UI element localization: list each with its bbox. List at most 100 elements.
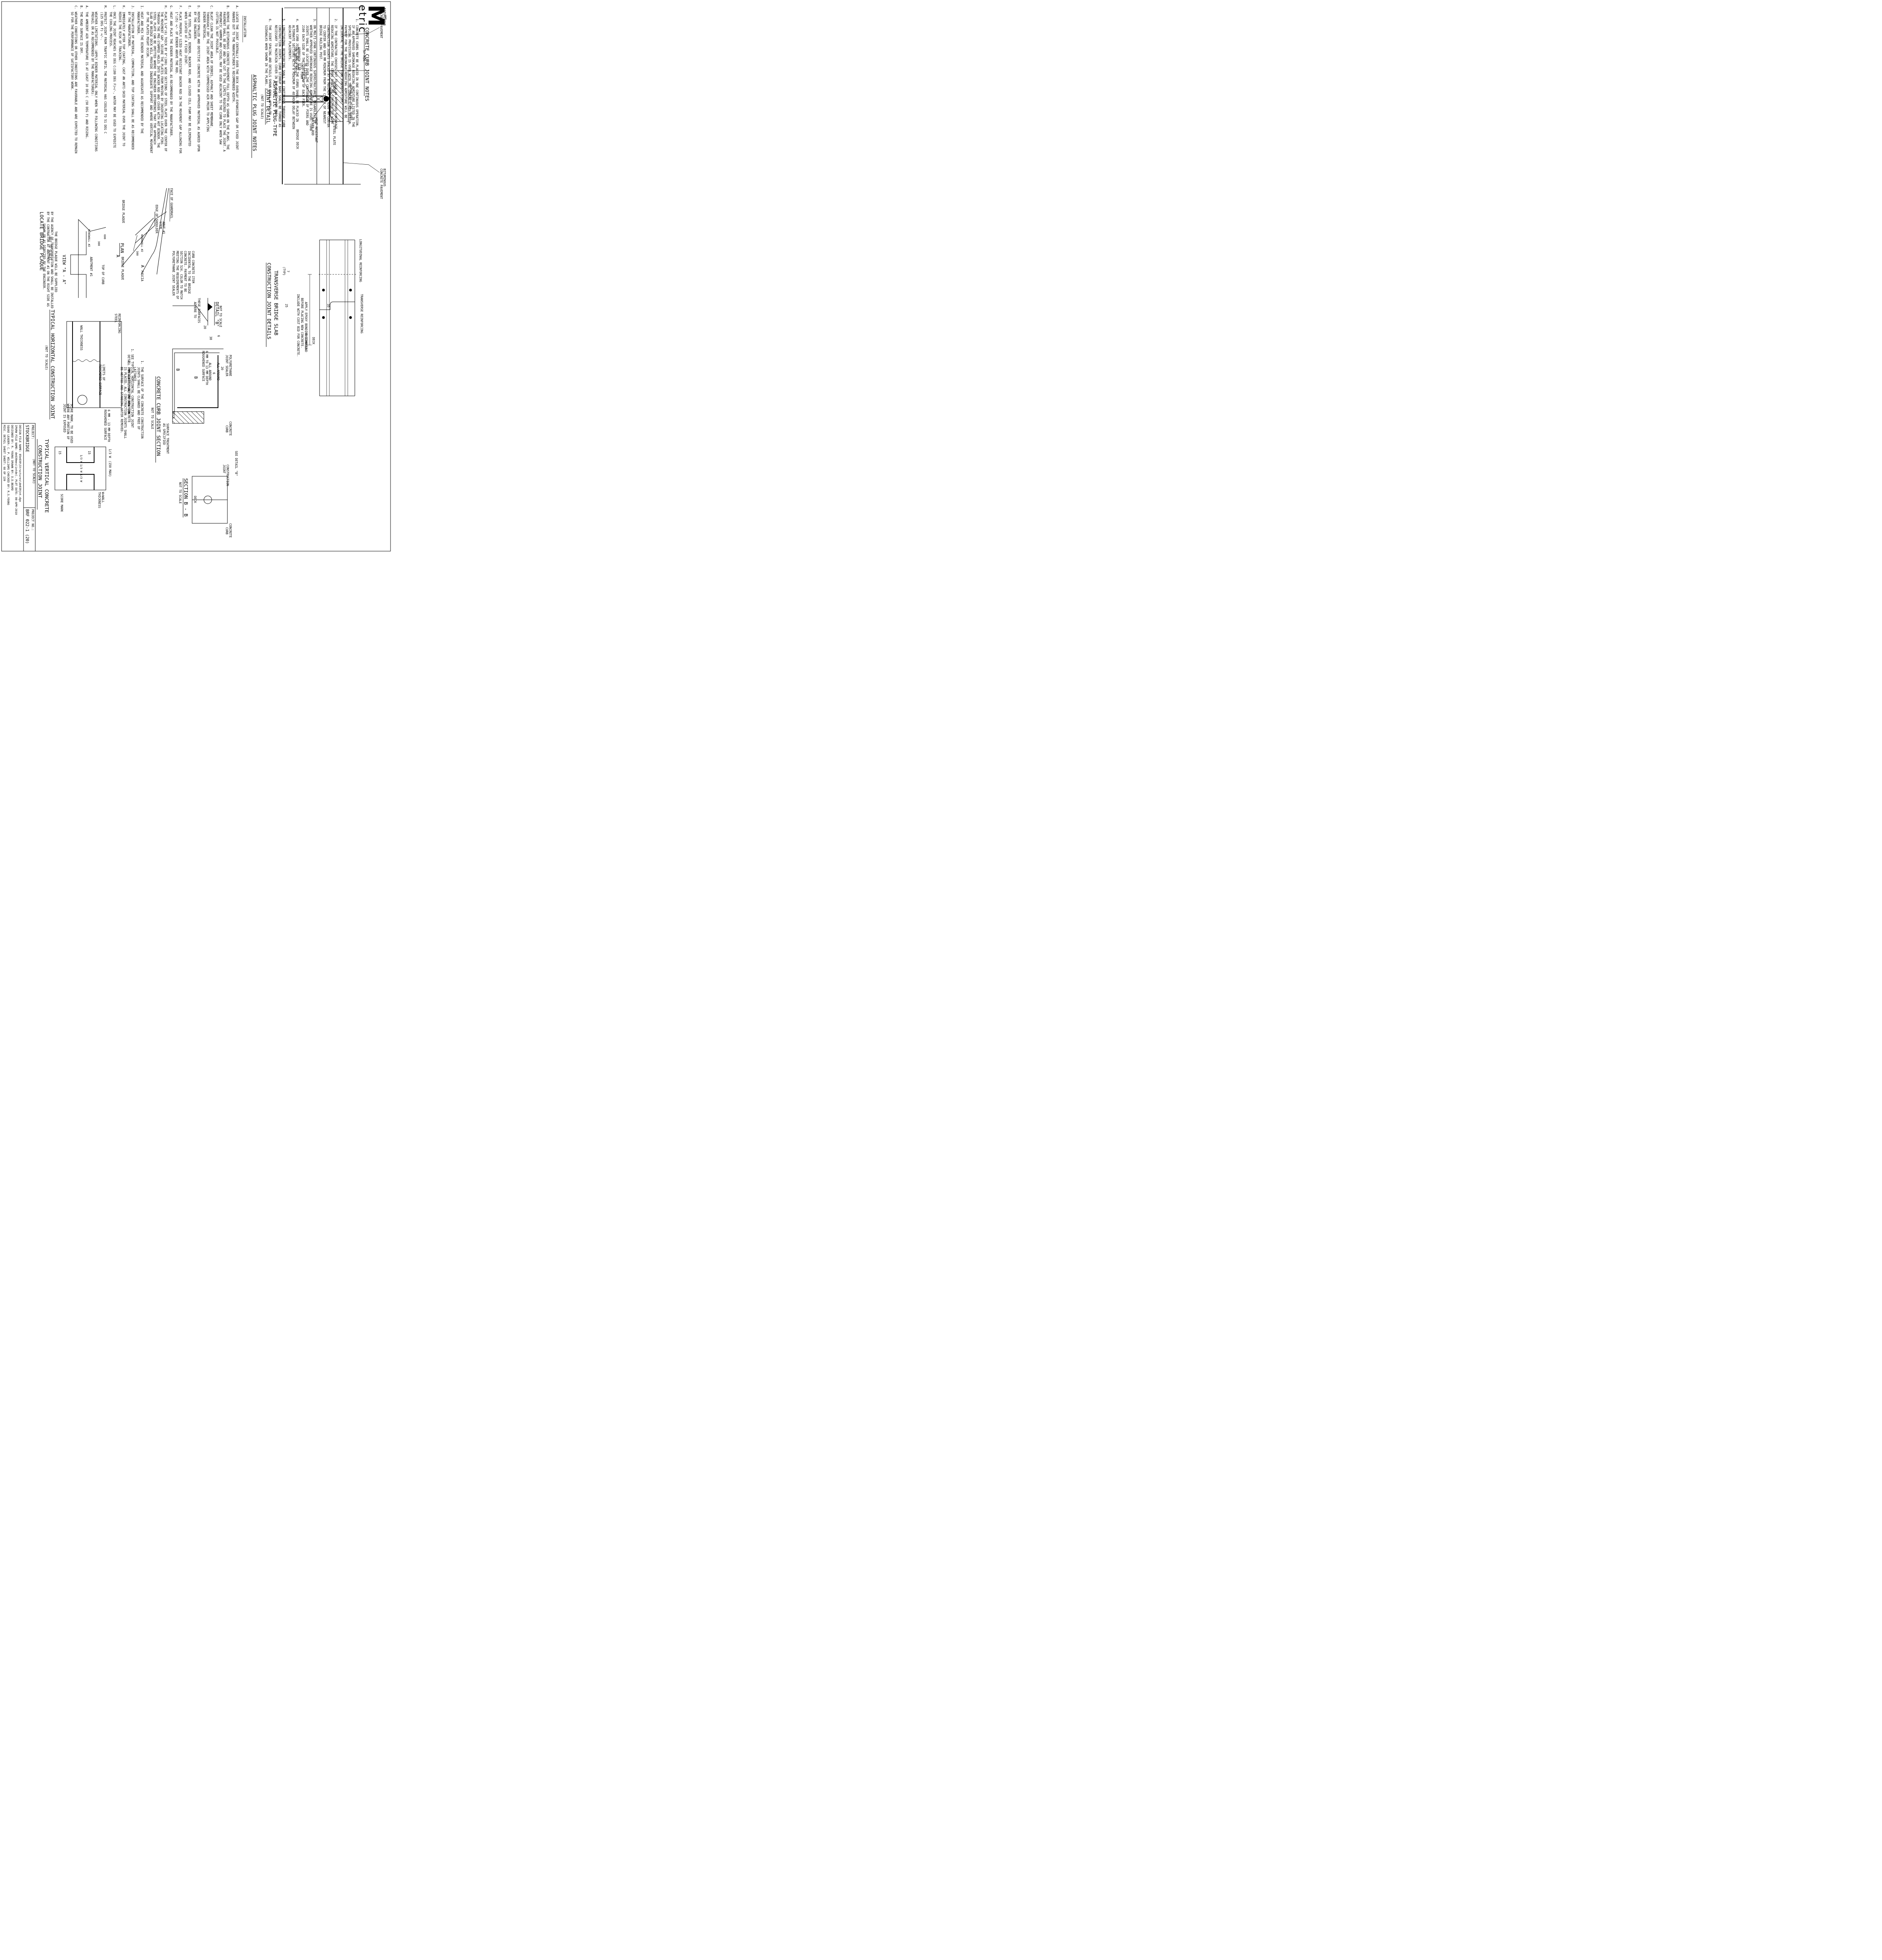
detail-b-adhere-2: THESE SURFACES (197, 298, 201, 323)
plug-note-line: HEAT AND PLACE THE BINDER MATERIAL AS RE… (169, 12, 173, 137)
dim-300-view: 300 (97, 241, 100, 246)
rebar-dots (322, 289, 352, 319)
min57-dim: 57 MIN. (362, 50, 366, 63)
vcj-w-2: THICKNESS (98, 492, 101, 508)
steel-plate-shape (329, 88, 331, 116)
plug-note-num: D. (197, 5, 200, 9)
plug-note-line: THE ROAD SURFACE IS DRY. (80, 12, 83, 55)
vcj-dim15a: 15 (87, 451, 91, 454)
plug-note-line: BY THE MANUFACTURER. (127, 12, 131, 47)
tb-line-1: DESIGN FILE NAME: 85e039\Structures\de03… (18, 425, 22, 502)
plug-note-line: MANUFACTURER. (136, 12, 140, 35)
hcj-note-line: BE WETTED AND STANDING WATER REMOVED. (120, 367, 124, 433)
face-guardrail-label: FACE OF GUARDRAIL (170, 188, 173, 219)
curb-note-line: SPECIAL PROVISIONS IS USED WITH THE CONC… (348, 25, 351, 125)
vcj-w-1: W=WALL (101, 492, 105, 503)
curb-sec-sealer-1: POLYURETHANE (229, 355, 232, 376)
plug-note-line: (125 DEG F) +/-. (100, 12, 104, 40)
curb-sec-depth-2: ROUGHENED SURFACE (202, 351, 205, 381)
curb-sec-surface-2: AS SPECIFIED (162, 423, 166, 445)
epoxy-note-3: INCLUDE WITH COST BID FOR CONCRETE. (296, 294, 300, 357)
transverse-reinf-label: TRANSVERSE REINFORCING (360, 294, 363, 334)
tb-project-label: PROJECT: (31, 425, 35, 439)
deck-thickness-label: DECK (312, 337, 315, 345)
plug-note-line: THROUGH THE PRE-STAMPED HOLES INTO BACKE… (156, 12, 160, 148)
curb-note-num: 5. (282, 19, 285, 22)
plug-note-line: THE AMBIENT AIR TEMPERATURE IS AT LEAST … (85, 12, 89, 139)
curb-note-num: 3. (313, 19, 316, 22)
plaque-note-1: THE BRIDGE PLAQUE WILL BE SUPPLIED (54, 231, 58, 292)
plug-notes-list: A.LOCATE THE JOINT CENTRALLY OVER THE DE… (71, 5, 239, 154)
curb-note-line: ON MULTI-SPAN CONTINUOUS SUPERSTRUCTURES… (313, 25, 316, 124)
detail-b-sealer-4: CONCRETE. PAYMENT TO BE (183, 251, 187, 292)
vcj-dim-a: 1/3 W (108, 449, 112, 458)
vcj-subtitle: (NOT TO SCALE) (32, 459, 36, 484)
plug-note-line: BLAST CLEAN THE JOINT AREA OF DEBRIS, AS… (210, 12, 213, 128)
plug-note-line: PNEUMATIC HAMMER AND CHISEL MAY BE USED … (219, 12, 222, 145)
plug-note-line: BINDER MATERIAL. (202, 12, 206, 40)
detail-b-dim38: 38 (209, 336, 213, 340)
wingwall-plan-label: WINGWALL #2 (140, 234, 144, 252)
deck-thickness-label-2: THICKNESS (304, 333, 308, 350)
detail-b-subtitle: NOT TO SCALE (219, 306, 222, 327)
detail-b: POLYURETHANE JOINT SEALER MEETING THE RE… (172, 251, 222, 340)
section-a1: A (115, 255, 120, 258)
binder-label: BINDER (332, 82, 336, 93)
foam-1: 38 CLOSED (303, 63, 307, 79)
curb-sec-note-2: DETAIL FOR ADDITIONAL INFORMATION (127, 355, 131, 414)
curb-note-line: JOINTS SHALL BE LOCATED OVER THE CENTERL… (305, 25, 309, 125)
curb-sec-dim6: 6 (212, 372, 216, 374)
tb-project-no: BRF 022-1 (20) (25, 509, 29, 544)
plug-note-line: THE COOLING PROCESS. (109, 12, 113, 47)
detail-b-sealer-6: CURB CONCRETE ITEM (191, 251, 195, 283)
plug-note-line: BY THE ENGINEER. (193, 12, 197, 40)
curb-sec-subtitle: NOT TO SCALE (151, 408, 154, 429)
hcj-note-num: 1. (140, 361, 144, 364)
epoxy-note-1: APPLY EPOXY BONDING COMPOUND (304, 302, 308, 352)
view-aa-label: VIEW "A - A" (62, 255, 66, 285)
hcj-note-line: THE SURFACE OF THE CONCRETE CONSTRUCTION (140, 367, 144, 439)
abutment-label: ABUTMENT #1 (89, 257, 93, 277)
curb-note-line: WHEN CURB JOINTS ARE USED THE CURBS SHAL… (296, 25, 299, 122)
plug-note-line: REPAIR SPALLED AND DEFECTIVE CONCRETE WI… (197, 12, 200, 152)
fascia-label: FASCIA (140, 270, 144, 281)
bridge-deck-label: BRIDGE DECK (296, 129, 299, 149)
curb-sec-deck: DECK (172, 412, 175, 419)
curb-note-line: PAYMENT FOR THE SHRINKAGE REDUCING ADMIX… (344, 25, 347, 118)
plug-note-line: WEATHER LIMITATIONS. (APPLY BINDER MATER… (94, 12, 98, 152)
hcj-subtitle: (NOT TO SCALE) (45, 345, 48, 370)
tb-line-4: SQUAD LEADER: C. P. WILLIAMS CHECKED BY:… (7, 425, 10, 505)
epoxy-note-2: BEFORE PLACING NEW CONCRETE. (300, 298, 304, 348)
plaque-note-2: BY THE AGENCY OF TRANSPORTATION AND SHAL… (50, 212, 54, 309)
hcj-note-line: IS PLACED, ALL CONSTRUCTION JOINTS SHALL (124, 367, 127, 439)
backer-2: BACKER ROD (311, 118, 314, 136)
plug-note-line: PAVEMENT SHALL BE DRY AND SAW CUT TO THE… (222, 12, 226, 152)
plug-note-line: IMMEDIATELY AFTER TOP COATING, CAST AN A… (122, 12, 125, 146)
dim-25: 25 (285, 304, 288, 307)
plug-note-num: F. (178, 5, 182, 9)
plug-note-line: STEEL PLATE CAN BE OMITTED WHERE THE ENG… (153, 12, 156, 145)
hcj-reinf-1: REINFORCING (118, 314, 121, 334)
curb-note-line: IF AN APPROVED SHRINKAGE REDUCING ADMIXT… (351, 25, 355, 127)
dim-typ: (TYP) (282, 267, 286, 276)
curb-sec-title: CONCRETE CURB JOINT SECTION (156, 376, 162, 456)
hcj-note-num: 2. (127, 361, 131, 364)
hcj-depth-1: 6 MM - 13 MM DEPTH (107, 410, 111, 442)
curb-note-line: WHETHER APPROVED SHRINKAGE REDUCING ADMI… (309, 25, 312, 131)
hcj-note-line: IMMEDIATELY BEFORE NEW CONCRETE (127, 367, 131, 423)
plaque-subtitle: (NOT TO SCALE) (48, 235, 52, 260)
plug-note-line: PROTECT JOINT FROM TRAFFIC UNTIL THE MAT… (104, 12, 107, 134)
plug-title-2: JOINT DETAIL (265, 88, 271, 123)
curb-note-line: LONGITUDINAL REINFORCING SHALL BE CONTIN… (282, 25, 285, 127)
hcj-score-2: WHERE ANY PORTION OF (66, 404, 70, 440)
transverse-title-2: CONSTRUCTION JOINT DETAILS (266, 263, 272, 339)
detail-b-sealer-5: INCIDENTAL TO THE BRIDGE (187, 251, 191, 294)
curb-note-line: BRIDGE RAILING POST. (319, 25, 323, 61)
bit-bot-2: CONCRETE PAVEMENT (380, 169, 383, 199)
logo-m-letter: M (363, 5, 389, 27)
hcj-title: TYPICAL HORIZONTAL CONSTRUCTION JOINT (50, 310, 56, 419)
asphaltic-plug-notes: ASPHALTIC PLUG JOINT NOTES INSTALLATION … (71, 5, 258, 158)
hcj-note-line: JOINTS SHALL BE CLEANED AND FREE OF (137, 367, 140, 430)
curb-note-num: 6. (268, 19, 272, 22)
sec-bb-see-detail: SEE DETAIL "B" (234, 451, 238, 476)
